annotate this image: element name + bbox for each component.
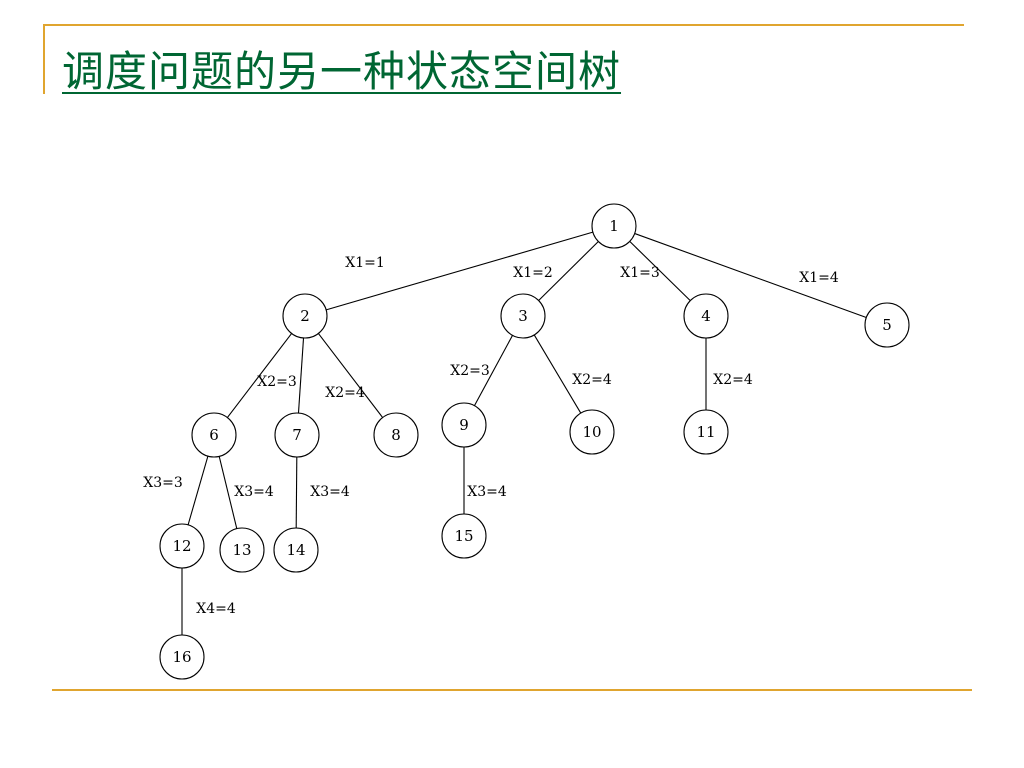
edge-label-3-9: X2=3 xyxy=(450,363,490,379)
node-label: 3 xyxy=(518,307,528,325)
tree-edge-1-5 xyxy=(634,232,867,319)
tree-node-3: 3 xyxy=(500,293,546,339)
node-label: 7 xyxy=(292,426,302,444)
node-label: 14 xyxy=(286,541,305,559)
node-circle xyxy=(683,293,729,339)
tree-node-4: 4 xyxy=(683,293,729,339)
tree-edge-2-7 xyxy=(297,337,305,414)
node-label: 15 xyxy=(454,527,473,545)
tree-node-12: 12 xyxy=(159,523,205,569)
tree-node-6: 6 xyxy=(191,412,237,458)
node-label: 11 xyxy=(696,423,715,441)
node-label: 8 xyxy=(391,426,401,444)
tree-edge-6-12 xyxy=(187,455,209,526)
left-accent-bar xyxy=(43,24,45,94)
edge-label-6-13: X3=4 xyxy=(234,484,274,500)
tree-edge-2-6 xyxy=(226,333,293,418)
tree-node-7: 7 xyxy=(274,412,320,458)
tree-node-15: 15 xyxy=(441,513,487,559)
edge-label-1-2: X1=1 xyxy=(345,255,385,271)
top-rule xyxy=(44,24,964,26)
node-circle xyxy=(191,412,237,458)
tree-edge-1-3 xyxy=(538,241,599,301)
edge-label-1-5: X1=4 xyxy=(799,270,839,286)
tree-node-13: 13 xyxy=(219,527,265,573)
node-label: 6 xyxy=(209,426,219,444)
edge-label-2-7: X2=3 xyxy=(257,374,297,390)
node-circle xyxy=(441,402,487,448)
node-label: 5 xyxy=(882,316,892,334)
tree-node-8: 8 xyxy=(373,412,419,458)
tree-edge-3-10 xyxy=(533,334,582,414)
edge-label-1-4: X1=3 xyxy=(620,265,660,281)
tree-edge-7-14 xyxy=(295,456,298,529)
node-circle xyxy=(441,513,487,559)
tree-node-2: 2 xyxy=(282,293,328,339)
node-circle xyxy=(864,302,910,348)
edge-label-3-10: X2=4 xyxy=(572,372,612,388)
tree-edge-3-9 xyxy=(473,335,514,406)
edge-label-4-11: X2=4 xyxy=(713,372,753,388)
node-circle xyxy=(282,293,328,339)
node-circle xyxy=(159,634,205,680)
tree-node-14: 14 xyxy=(273,527,319,573)
edge-label-1-3: X1=2 xyxy=(513,265,553,281)
tree-edge-1-2 xyxy=(325,231,594,311)
tree-edge-1-4 xyxy=(629,240,691,302)
node-circle xyxy=(569,409,615,455)
node-label: 9 xyxy=(459,416,469,434)
tree-node-11: 11 xyxy=(683,409,729,455)
node-circle xyxy=(500,293,546,339)
node-label: 12 xyxy=(172,537,191,555)
node-label: 4 xyxy=(701,307,711,325)
node-circle xyxy=(373,412,419,458)
node-label: 13 xyxy=(232,541,251,559)
edge-label-7-14: X3=4 xyxy=(310,484,350,500)
tree-edge-6-13 xyxy=(218,456,238,529)
node-circle xyxy=(273,527,319,573)
node-circle xyxy=(591,203,637,249)
bottom-rule xyxy=(52,689,972,691)
slide-title: 调度问题的另一种状态空间树 xyxy=(62,47,622,96)
node-circle xyxy=(683,409,729,455)
node-circle xyxy=(274,412,320,458)
edge-label-12-16: X4=4 xyxy=(196,601,236,617)
edge-label-2-8: X2=4 xyxy=(325,385,365,401)
tree-node-5: 5 xyxy=(864,302,910,348)
edge-label-6-12: X3=3 xyxy=(143,475,183,491)
tree-node-10: 10 xyxy=(569,409,615,455)
tree-node-16: 16 xyxy=(159,634,205,680)
node-circle xyxy=(159,523,205,569)
node-circle xyxy=(219,527,265,573)
node-label: 16 xyxy=(172,648,191,666)
tree-node-9: 9 xyxy=(441,402,487,448)
edge-label-9-15: X3=4 xyxy=(467,484,507,500)
node-label: 2 xyxy=(300,307,310,325)
node-label: 10 xyxy=(582,423,601,441)
node-label: 1 xyxy=(609,217,619,235)
tree-edge-2-8 xyxy=(317,333,384,418)
tree-node-1: 1 xyxy=(591,203,637,249)
